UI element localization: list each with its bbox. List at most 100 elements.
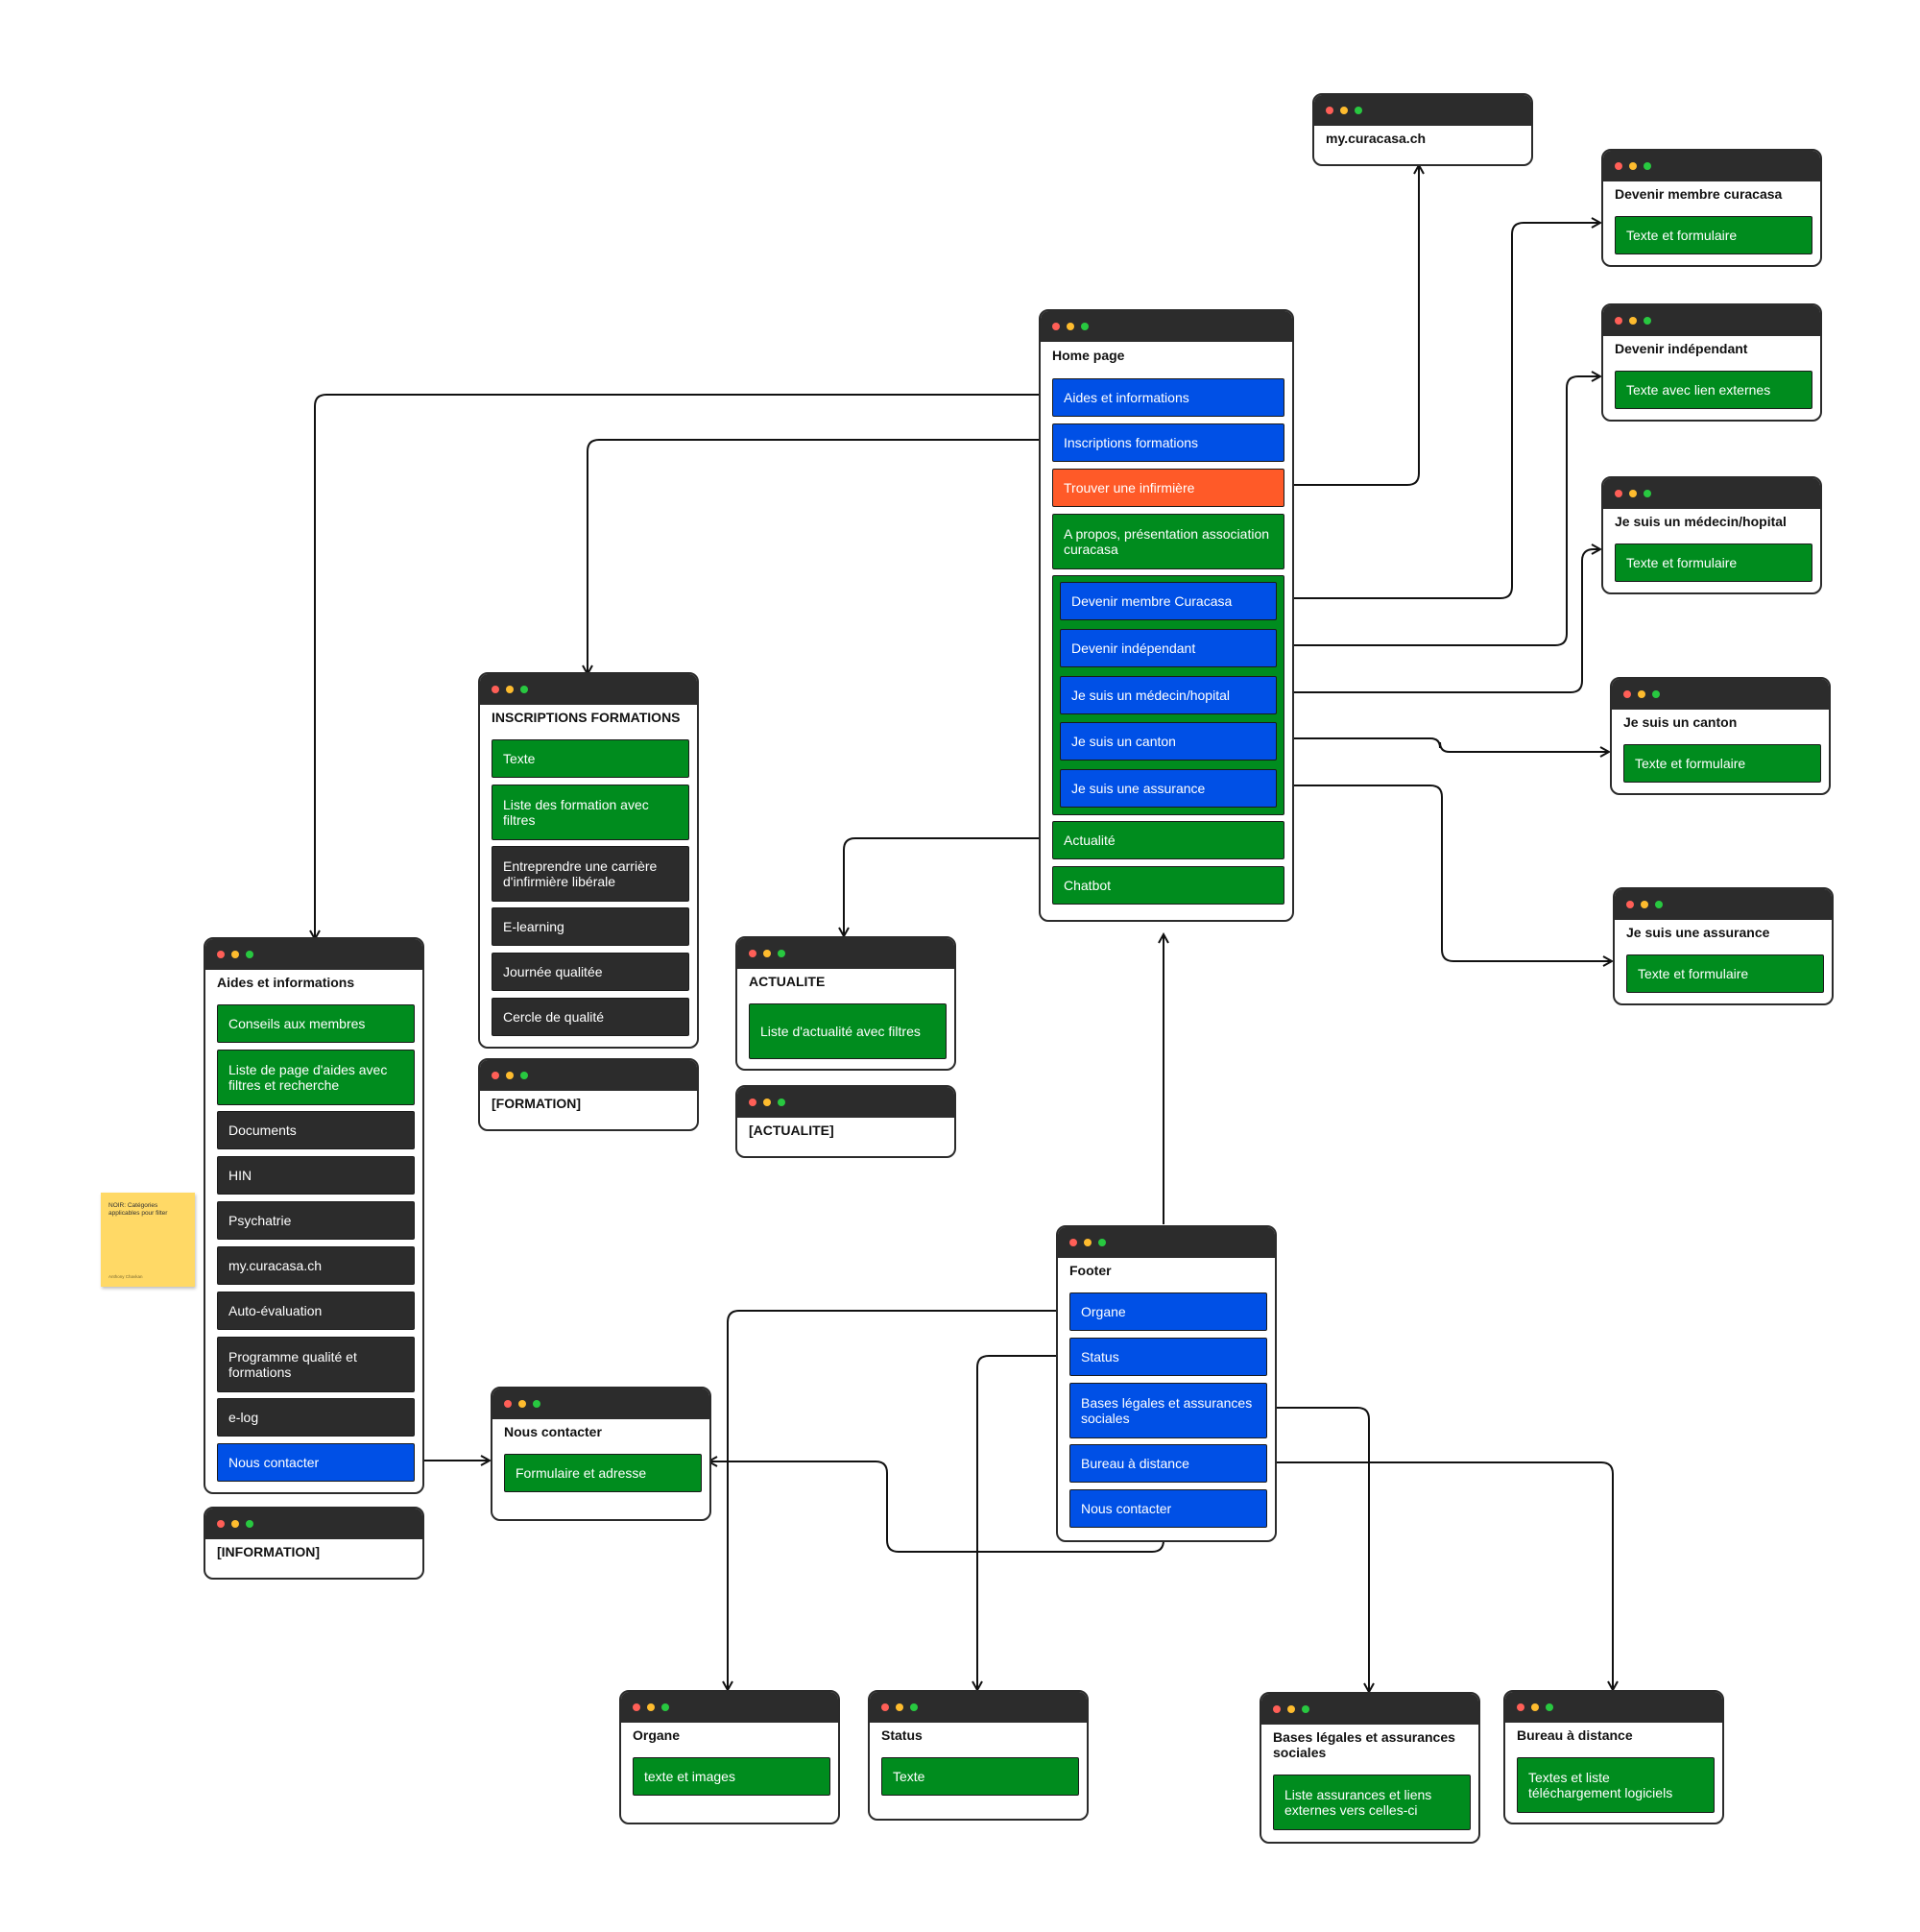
nav-item-documents[interactable]: Documents [217,1111,415,1149]
nav-item-journee-qualitee[interactable]: Journée qualitée [492,953,689,991]
nav-item-programme-qualite-et-formations[interactable]: Programme qualité et formations [217,1337,415,1392]
connector-footer-bases [1264,1407,1369,1692]
nav-item-entreprendre-une-carriere-d-infirmiere-liberale[interactable]: Entreprendre une carrière d'infirmière l… [492,846,689,902]
connector-footer-status [977,1355,1066,1690]
window-title: ACTUALITE [749,974,826,989]
maximize-dot-icon [520,686,528,693]
minimize-dot-icon [506,686,514,693]
nav-item-formulaire-et-adresse[interactable]: Formulaire et adresse [504,1454,702,1492]
connector-aides [315,394,1044,939]
close-dot-icon [1615,317,1622,325]
window-titlebar [1261,1694,1478,1725]
nav-item-devenir-independant[interactable]: Devenir indépendant [1060,629,1277,667]
window-titlebar [1603,151,1820,181]
close-dot-icon [504,1400,512,1408]
nav-item-textes-et-liste-telechargement-logiciels[interactable]: Textes et liste téléchargement logiciels [1517,1757,1715,1813]
window-information: [INFORMATION] [204,1507,424,1580]
nav-item-liste-assurances-et-liens-externes-vers-celles-ci[interactable]: Liste assurances et liens externes vers … [1273,1775,1471,1830]
window-title: Status [881,1727,923,1743]
close-dot-icon [749,1099,756,1106]
nav-item-texte-et-images[interactable]: texte et images [633,1757,830,1796]
window-actualite: ACTUALITE Liste d'actualité avec filtres [735,936,956,1071]
close-dot-icon [492,1072,499,1079]
maximize-dot-icon [1655,901,1663,908]
window-titlebar [1505,1692,1722,1723]
maximize-dot-icon [778,1099,785,1106]
connector-actualite [844,837,1044,936]
window-titlebar [621,1692,838,1723]
close-dot-icon [1517,1703,1524,1711]
maximize-dot-icon [1644,317,1651,325]
nav-item-hin[interactable]: HIN [217,1156,415,1195]
nav-item-actualite[interactable]: Actualité [1052,821,1284,859]
nav-item-je-suis-un-medecin-hopital[interactable]: Je suis un médecin/hopital [1060,676,1277,714]
nav-item-devenir-membre-curacasa[interactable]: Devenir membre Curacasa [1060,582,1277,620]
maximize-dot-icon [1302,1705,1309,1713]
nav-item-bases-legales-et-assurances-sociales[interactable]: Bases légales et assurances sociales [1069,1383,1267,1438]
nav-item-e-log[interactable]: e-log [217,1398,415,1437]
window-titlebar [492,1389,709,1419]
nav-item-je-suis-un-canton[interactable]: Je suis un canton [1060,722,1277,761]
nav-item-trouver-une-infirmiere[interactable]: Trouver une infirmière [1052,469,1284,507]
connector-devenir-independant [1275,376,1600,646]
minimize-dot-icon [1084,1239,1092,1246]
nav-item-nous-contacter[interactable]: Nous contacter [217,1443,415,1482]
close-dot-icon [749,950,756,957]
window-title: Footer [1069,1263,1112,1278]
nav-item-inscriptions-formations[interactable]: Inscriptions formations [1052,423,1284,462]
nav-item-aides-et-informations[interactable]: Aides et informations [1052,378,1284,417]
nav-item-liste-de-page-d-aides-avec-filtres-et-recherche[interactable]: Liste de page d'aides avec filtres et re… [217,1050,415,1105]
close-dot-icon [1326,107,1333,114]
nav-item-a-propos-presentation-association-curacasa[interactable]: A propos, présentation association curac… [1052,514,1284,569]
minimize-dot-icon [518,1400,526,1408]
nav-item-texte-et-formulaire[interactable]: Texte et formulaire [1615,216,1812,254]
nav-item-cercle-de-qualite[interactable]: Cercle de qualité [492,998,689,1036]
maximize-dot-icon [1098,1239,1106,1246]
nav-item-bureau-a-distance[interactable]: Bureau à distance [1069,1444,1267,1483]
nav-item-organe[interactable]: Organe [1069,1292,1267,1331]
nav-item-texte[interactable]: Texte [881,1757,1079,1796]
window-title: [ACTUALITE] [749,1123,834,1138]
nav-item-texte-et-formulaire[interactable]: Texte et formulaire [1623,744,1821,783]
maximize-dot-icon [246,951,253,958]
close-dot-icon [1052,323,1060,330]
close-dot-icon [1615,162,1622,170]
maximize-dot-icon [246,1520,253,1528]
nav-item-psychatrie[interactable]: Psychatrie [217,1201,415,1240]
minimize-dot-icon [763,950,771,957]
close-dot-icon [1623,690,1631,698]
nav-item-nous-contacter[interactable]: Nous contacter [1069,1489,1267,1528]
nav-item-chatbot[interactable]: Chatbot [1052,866,1284,905]
nav-item-je-suis-une-assurance[interactable]: Je suis une assurance [1060,769,1277,808]
minimize-dot-icon [1067,323,1074,330]
window-titlebar [1615,889,1832,920]
nav-item-conseils-aux-membres[interactable]: Conseils aux membres [217,1004,415,1043]
legend-sticky-note: NOIR: Catégories applicables pour filter… [101,1193,195,1287]
nav-item-texte[interactable]: Texte [492,739,689,778]
window-title: Je suis une assurance [1626,925,1770,940]
minimize-dot-icon [1641,901,1648,908]
nav-item-texte-avec-lien-externes[interactable]: Texte avec lien externes [1615,371,1812,409]
nav-item-texte-et-formulaire[interactable]: Texte et formulaire [1615,543,1812,582]
window-titlebar [1603,478,1820,509]
connector-footer-contact [708,1461,1164,1553]
nav-item-liste-d-actualite-avec-filtres[interactable]: Liste d'actualité avec filtres [749,1003,947,1059]
nav-item-auto-evaluation[interactable]: Auto-évaluation [217,1292,415,1330]
close-dot-icon [633,1703,640,1711]
nav-item-e-learning[interactable]: E-learning [492,907,689,946]
nav-item-texte-et-formulaire[interactable]: Texte et formulaire [1626,954,1824,993]
window-titlebar [870,1692,1087,1723]
nav-item-status[interactable]: Status [1069,1338,1267,1376]
connector-inscriptions [588,439,1044,674]
close-dot-icon [1069,1239,1077,1246]
nav-item-liste-des-formation-avec-filtres[interactable]: Liste des formation avec filtres [492,785,689,840]
window-titlebar [1603,305,1820,336]
nav-item-my-curacasa-ch[interactable]: my.curacasa.ch [217,1246,415,1285]
